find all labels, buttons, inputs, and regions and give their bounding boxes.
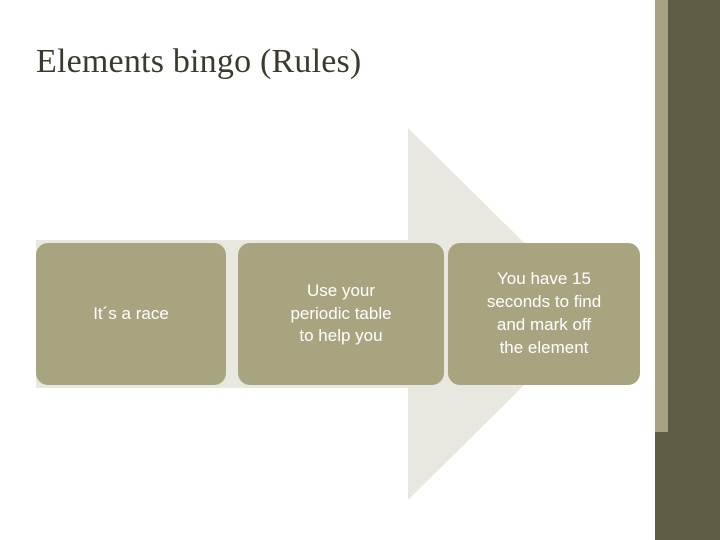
page-title: Elements bingo (Rules) (36, 43, 362, 80)
rules-box-3-text: You have 15 seconds to find and mark off… (486, 269, 602, 357)
rules-box-row: It´s a race Use your periodic table to h… (36, 243, 640, 385)
rules-box-2-text: Use your periodic table to help you (290, 280, 392, 346)
rules-box-3: You have 15 seconds to find and mark off… (448, 243, 640, 385)
right-accent-block-lower (655, 432, 720, 540)
right-accent-bar-khaki (655, 0, 668, 540)
rules-box-1: It´s a race (36, 243, 226, 385)
rules-box-2: Use your periodic table to help you (238, 243, 444, 385)
rules-box-1-text: It´s a race (93, 303, 169, 323)
